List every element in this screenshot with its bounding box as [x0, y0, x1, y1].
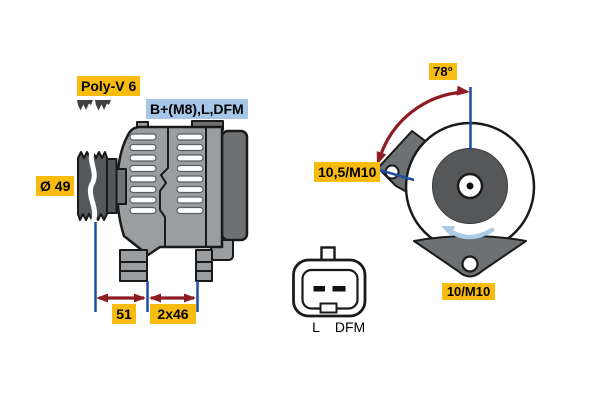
belt-profile-icon: [77, 100, 111, 111]
mount-angle-label: 78°: [429, 63, 457, 80]
terminals-label: B+(M8),L,DFM: [146, 99, 248, 119]
mounting-foot-right: [195, 249, 213, 282]
mount-hole-bottom-label: 10/M10: [442, 283, 495, 300]
rotation-direction-arrow: [441, 226, 495, 240]
dimension-lines: [94, 222, 199, 312]
connector-pin-l-label: L: [312, 319, 320, 335]
rear-housing: [220, 129, 249, 242]
connector-key-notch: [319, 302, 338, 314]
connector-pin-l: [313, 286, 325, 292]
pulley: [77, 148, 127, 223]
angle-arc: [376, 85, 470, 165]
dim-51-label: 51: [112, 304, 136, 324]
mount-hole-left-label: 10,5/M10: [314, 162, 381, 182]
pulley-break-line: [87, 148, 98, 223]
alternator-side-view: [77, 100, 249, 312]
dim-2x46-label: 2x46: [150, 304, 196, 324]
belt-type-label: Poly-V 6: [77, 76, 141, 96]
connector-pin-dfm-label: DFM: [334, 319, 366, 335]
ear-hole-leader-line: [375, 167, 415, 182]
housing-seam: [159, 128, 169, 246]
shaft-center-dot: [466, 182, 474, 190]
connector-diagram: [292, 246, 367, 318]
mounting-foot-left: [119, 249, 148, 282]
alternator-rear-view: [375, 85, 536, 278]
vent-slots-rear: [176, 133, 204, 215]
vent-slots-front: [129, 133, 157, 215]
connector-pin-dfm: [332, 286, 346, 292]
mount-hole-bottom: [461, 255, 479, 273]
pulley-diameter-label: Ø 49: [36, 176, 75, 196]
